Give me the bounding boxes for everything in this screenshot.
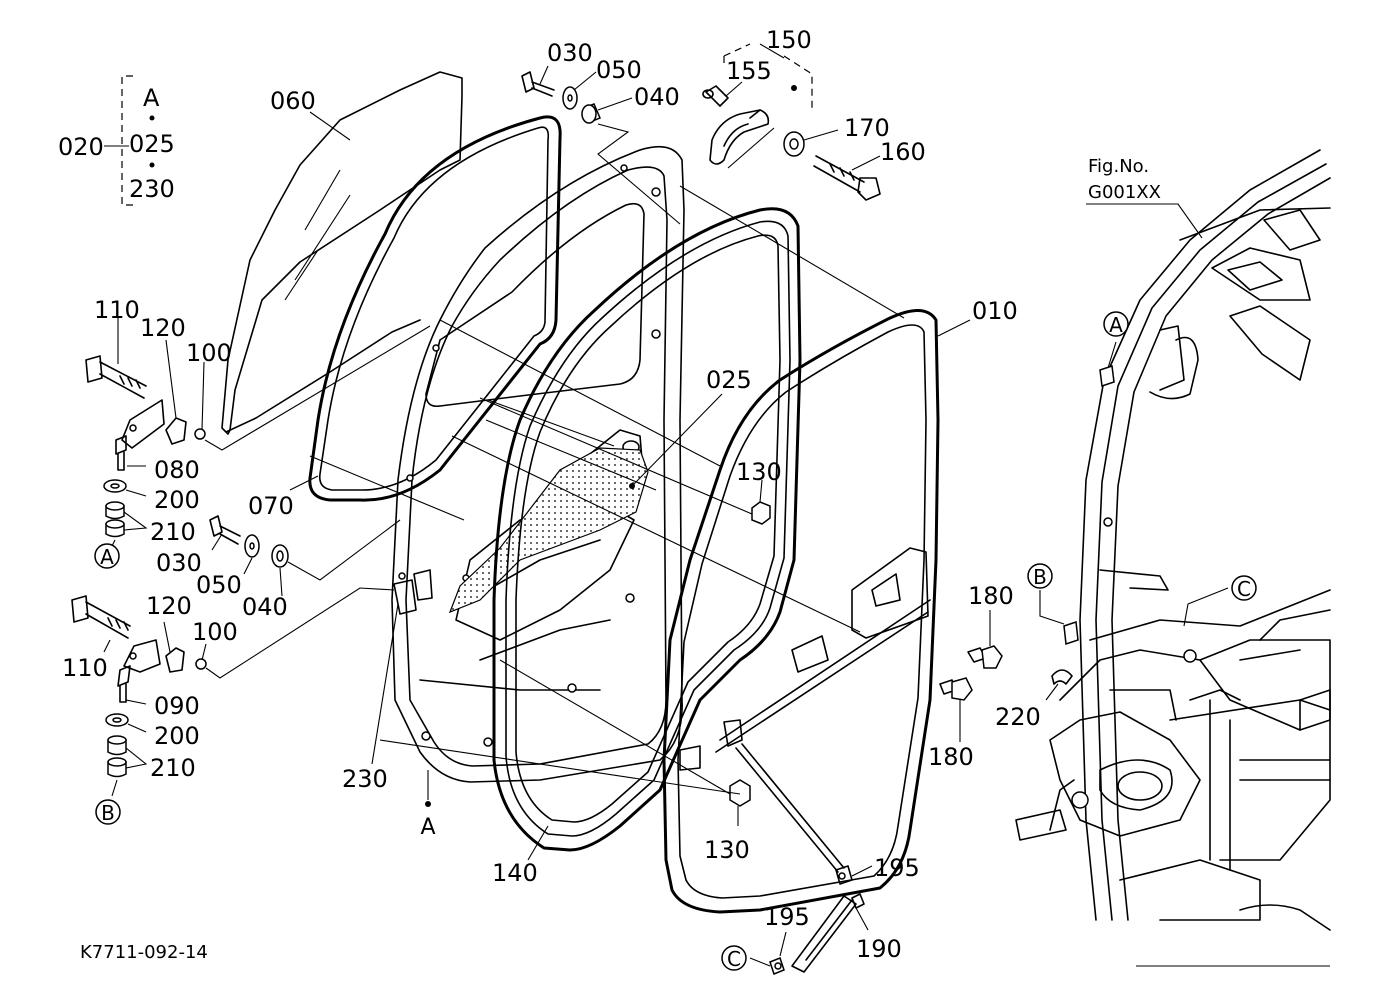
marker-c-cab: C: [1231, 575, 1257, 601]
callout-labels: 010 025 030 050 040 030 050 040 060 070 …: [62, 26, 1041, 963]
label-130-lower: 130: [704, 836, 750, 864]
part-010-frame: [662, 309, 940, 914]
svg-text:C: C: [1237, 577, 1251, 601]
label-195-lower: 195: [764, 903, 810, 931]
label-150: 150: [766, 26, 812, 54]
label-160: 160: [880, 138, 926, 166]
bolt-set-middle: [209, 515, 401, 597]
bolt-set-top: [521, 65, 681, 225]
marker-a-cab: A: [1103, 311, 1129, 337]
part-025-mesh: [448, 447, 649, 614]
drawing-code: K7711-092-14: [80, 942, 208, 963]
marker-a-door: A: [420, 801, 436, 840]
label-110-upper: 110: [94, 296, 140, 324]
label-090: 090: [154, 692, 200, 720]
label-155: 155: [726, 57, 772, 85]
marker-b-hinge: B: [95, 799, 121, 825]
label-140: 140: [492, 859, 538, 887]
label-050-mid: 050: [196, 571, 242, 599]
group-item-025: 025: [129, 130, 175, 158]
part-070-seal: [308, 115, 562, 502]
label-210-upper: 210: [150, 518, 196, 546]
label-130-upper: 130: [736, 458, 782, 486]
svg-text:A: A: [420, 815, 435, 840]
label-030-mid: 030: [156, 549, 202, 577]
label-110-lower: 110: [62, 654, 108, 682]
label-100-lower: 100: [192, 618, 238, 646]
fig-ref-number: G001XX: [1088, 182, 1161, 203]
part-140-seal: [492, 207, 802, 852]
group-item-a: A: [143, 84, 160, 112]
label-080: 080: [154, 456, 200, 484]
label-040-top: 040: [634, 83, 680, 111]
svg-text:A: A: [100, 545, 114, 569]
svg-text:B: B: [101, 801, 115, 825]
circled-markers: A B A B C C A: [94, 311, 1257, 971]
svg-text:A: A: [1109, 313, 1123, 337]
label-195-upper: 195: [874, 854, 920, 882]
label-190: 190: [856, 935, 902, 963]
label-170: 170: [844, 114, 890, 142]
label-070: 070: [248, 492, 294, 520]
bolts-180: [939, 610, 1003, 742]
marker-c-damper: C: [721, 945, 747, 971]
svg-text:B: B: [1033, 565, 1047, 589]
marker-b-cab: B: [1027, 563, 1053, 589]
svg-text:C: C: [727, 947, 741, 971]
marker-a-hinge: A: [94, 543, 120, 569]
nuts-130: [479, 397, 771, 826]
label-030-top: 030: [547, 39, 593, 67]
hinge-assembly-upper: [85, 318, 431, 547]
fig-ref-title: Fig.No.: [1088, 156, 1149, 177]
part-060-glass: [221, 71, 463, 435]
label-120-upper: 120: [140, 314, 186, 342]
group-020: 020 A 025 230: [58, 75, 175, 206]
assembly-lines: [309, 319, 861, 800]
label-050-top: 050: [596, 56, 642, 84]
hinge-assembly-lower: [71, 587, 395, 797]
label-180-upper: 180: [968, 582, 1014, 610]
label-210-lower: 210: [150, 754, 196, 782]
label-060: 060: [270, 87, 316, 115]
gas-spring-190: [735, 743, 873, 975]
label-220: 220: [995, 703, 1041, 731]
label-200-lower: 200: [154, 722, 200, 750]
group-item-230: 230: [129, 175, 175, 203]
label-040-mid: 040: [242, 593, 288, 621]
label-200-upper: 200: [154, 486, 200, 514]
label-120-lower: 120: [146, 592, 192, 620]
label-025: 025: [706, 366, 752, 394]
label-010: 010: [972, 297, 1018, 325]
label-180-lower: 180: [928, 743, 974, 771]
bracket-220: [1045, 669, 1073, 701]
group-020-label: 020: [58, 133, 104, 161]
label-100-upper: 100: [186, 339, 232, 367]
cab-structure: [1015, 149, 1331, 967]
label-230: 230: [342, 765, 388, 793]
handle-group-150: [679, 43, 905, 319]
